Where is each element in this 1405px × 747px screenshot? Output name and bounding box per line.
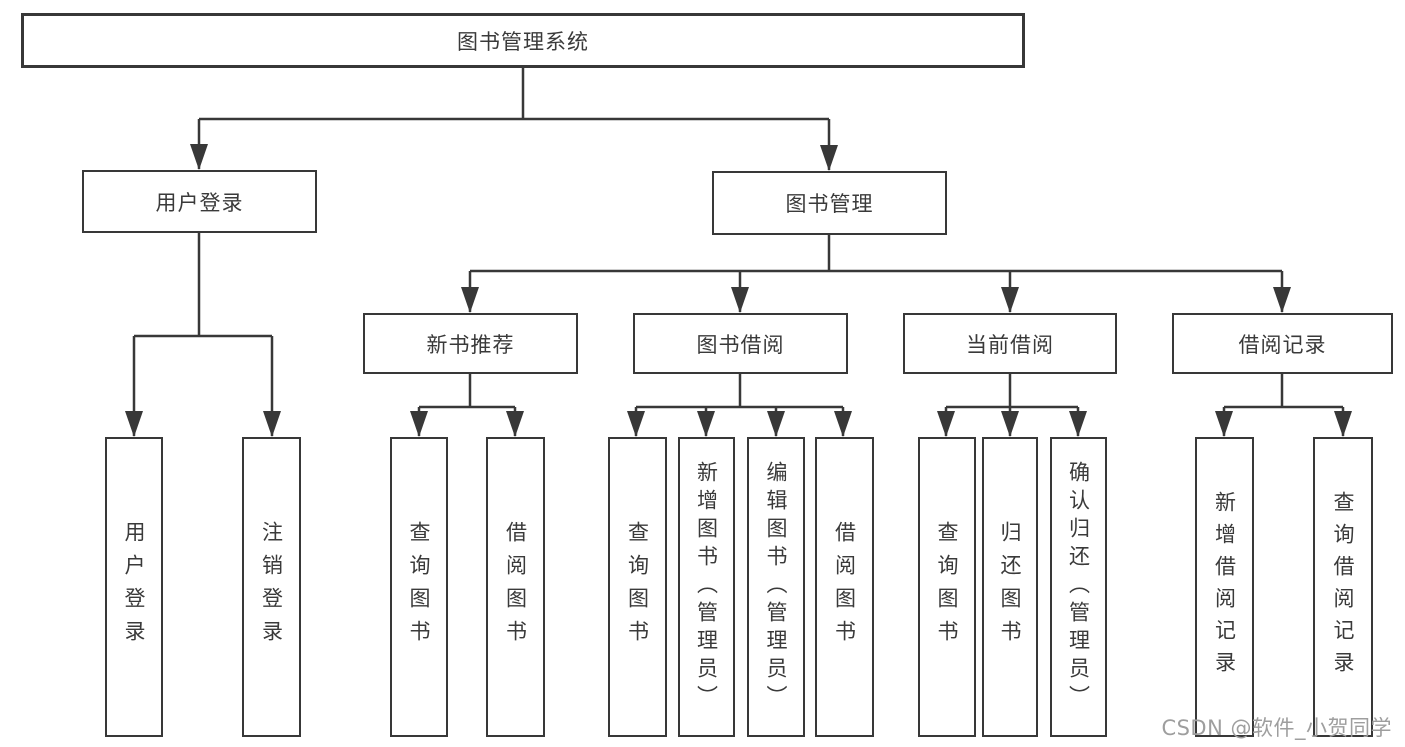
- leaf-records-add-label: 新增借阅记录: [1212, 491, 1237, 683]
- node-user-login-label: 用户登录: [155, 190, 244, 215]
- leaf-borrowing-add-book: 新增图书（管理员）: [678, 437, 735, 737]
- leaf-borrowing-add-book-label: 新增图书（管理员）: [694, 461, 719, 713]
- leaf-current-return: 归还图书: [982, 437, 1038, 737]
- node-root: 图书管理系统: [21, 13, 1025, 68]
- leaf-records-query-label: 查询借阅记录: [1331, 491, 1355, 683]
- node-book-borrowing: 图书借阅: [633, 313, 848, 374]
- leaf-borrowing-borrow-label: 借阅图书: [832, 521, 857, 653]
- csdn-watermark: CSDN @软件_小贺同学: [1161, 716, 1392, 740]
- leaf-borrowing-query: 查询图书: [608, 437, 667, 737]
- node-new-book-recommend-label: 新书推荐: [426, 332, 515, 357]
- node-borrow-records-label: 借阅记录: [1238, 332, 1327, 357]
- node-book-management: 图书管理: [712, 171, 947, 235]
- leaf-records-query: 查询借阅记录: [1313, 437, 1373, 737]
- leaf-newbooks-borrow-label: 借阅图书: [503, 521, 528, 653]
- leaf-newbooks-query: 查询图书: [390, 437, 448, 737]
- leaf-logout: 注销登录: [242, 437, 301, 737]
- leaf-logout-label: 注销登录: [259, 521, 284, 653]
- arrowheads: [125, 144, 1352, 437]
- node-root-label: 图书管理系统: [457, 29, 589, 54]
- leaf-current-return-label: 归还图书: [998, 521, 1022, 653]
- leaf-current-query-label: 查询图书: [935, 521, 959, 653]
- leaf-borrowing-edit-book: 编辑图书（管理员）: [747, 437, 805, 737]
- leaf-current-confirm-return: 确认归还（管理员）: [1050, 437, 1107, 737]
- leaf-newbooks-borrow: 借阅图书: [486, 437, 545, 737]
- leaf-user-login-label: 用户登录: [122, 521, 146, 653]
- leaf-borrowing-query-label: 查询图书: [625, 521, 650, 653]
- elbow-connectors: [132, 68, 1345, 436]
- node-new-book-recommend: 新书推荐: [363, 313, 578, 374]
- node-current-borrowing-label: 当前借阅: [966, 332, 1054, 357]
- node-borrow-records: 借阅记录: [1172, 313, 1393, 374]
- leaf-borrowing-borrow: 借阅图书: [815, 437, 874, 737]
- node-current-borrowing: 当前借阅: [903, 313, 1117, 374]
- leaf-user-login: 用户登录: [105, 437, 163, 737]
- leaf-records-add: 新增借阅记录: [1195, 437, 1254, 737]
- node-book-management-label: 图书管理: [785, 192, 874, 216]
- leaf-current-query: 查询图书: [918, 437, 976, 737]
- node-book-borrowing-label: 图书借阅: [696, 332, 785, 357]
- leaf-borrowing-edit-book-label: 编辑图书（管理员）: [764, 461, 788, 713]
- node-user-login: 用户登录: [82, 170, 317, 233]
- leaf-current-confirm-return-label: 确认归还（管理员）: [1066, 461, 1091, 713]
- leaf-newbooks-query-label: 查询图书: [407, 521, 431, 653]
